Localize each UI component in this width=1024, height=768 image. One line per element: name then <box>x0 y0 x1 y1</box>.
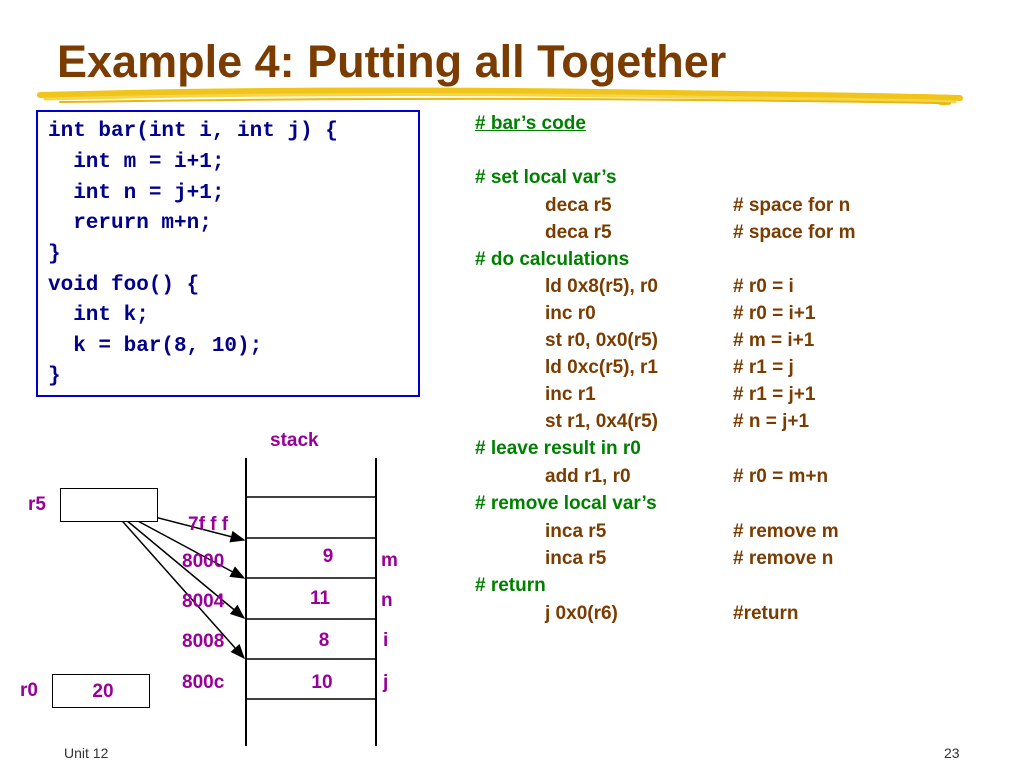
r0-value: 20 <box>92 681 114 702</box>
code-line: int bar(int i, int j) { <box>48 120 338 143</box>
asm-comment: # r0 = i+1 <box>733 303 816 324</box>
asm-op: st r0, 0x0(r5) <box>545 330 659 351</box>
r5-register-box <box>60 488 158 522</box>
asm-comment: # n = j+1 <box>733 411 810 432</box>
stack-label: stack <box>270 430 319 451</box>
address-label: 8008 <box>182 631 225 652</box>
var-name-label: j <box>383 672 389 693</box>
asm-section-local: # set local var’s <box>475 167 617 188</box>
asm-section-leave: # leave result in r0 <box>475 438 641 459</box>
code-line: } <box>48 365 61 388</box>
asm-comment: # space for n <box>733 195 851 216</box>
asm-comment: # r1 = j <box>733 357 794 378</box>
asm-comment: #return <box>733 603 799 624</box>
asm-op: st r1, 0x4(r5) <box>545 411 659 432</box>
asm-comment: # r1 = j+1 <box>733 384 816 405</box>
r0-label: r0 <box>20 680 38 701</box>
var-name-label: i <box>383 630 389 651</box>
asm-comment: # remove n <box>733 548 834 569</box>
asm-op: inca r5 <box>545 548 607 569</box>
address-label: 8000 <box>182 551 225 572</box>
code-line: int k; <box>48 304 149 327</box>
asm-op: ld 0xc(r5), r1 <box>545 357 658 378</box>
stack-cell-value: 11 <box>309 588 331 609</box>
r0-register-box: 20 <box>52 674 150 708</box>
pointer-arrow-8008 <box>107 504 245 660</box>
asm-op: inc r1 <box>545 384 596 405</box>
stack-cell-value: 10 <box>311 672 333 693</box>
asm-op: inc r0 <box>545 303 596 324</box>
asm-comment: # m = i+1 <box>733 330 815 351</box>
asm-op: j 0x0(r6) <box>545 603 618 624</box>
asm-op: deca r5 <box>545 195 612 216</box>
footer-unit: Unit 12 <box>64 745 109 761</box>
c-code-box: int bar(int i, int j) { int m = i+1; int… <box>36 110 420 397</box>
code-line: k = bar(8, 10); <box>48 335 263 358</box>
asm-op: deca r5 <box>545 222 612 243</box>
address-label: 800c <box>182 672 225 693</box>
code-line: rerurn m+n; <box>48 212 212 235</box>
pointer-arrow-8004 <box>107 504 246 619</box>
title-underline <box>37 87 963 105</box>
asm-op: inca r5 <box>545 521 607 542</box>
asm-comment: # remove m <box>733 521 839 542</box>
address-label: 7f f f <box>188 514 229 535</box>
stack-cell-value: 9 <box>322 546 334 567</box>
address-label: 8004 <box>182 591 225 612</box>
code-line: void foo() { <box>48 274 200 297</box>
code-line: int n = j+1; <box>48 182 225 205</box>
asm-section-calc: # do calculations <box>475 249 630 270</box>
var-name-label: m <box>381 550 398 571</box>
asm-op: add r1, r0 <box>545 466 631 487</box>
page-number: 23 <box>944 745 960 761</box>
code-line: int m = i+1; <box>48 151 225 174</box>
var-name-label: n <box>381 590 393 611</box>
asm-section-remove: # remove local var’s <box>475 493 657 514</box>
asm-comment: # r0 = m+n <box>733 466 829 487</box>
slide-title: Example 4: Putting all Together <box>57 36 727 87</box>
asm-section-return: # return <box>475 575 546 596</box>
code-line: } <box>48 243 61 266</box>
asm-comment: # r0 = i <box>733 276 794 297</box>
r5-label: r5 <box>28 494 46 515</box>
stack-cell-value: 8 <box>318 630 330 651</box>
asm-op: ld 0x8(r5), r0 <box>545 276 658 297</box>
asm-comment: # space for m <box>733 222 856 243</box>
asm-header: # bar’s code <box>475 113 586 134</box>
